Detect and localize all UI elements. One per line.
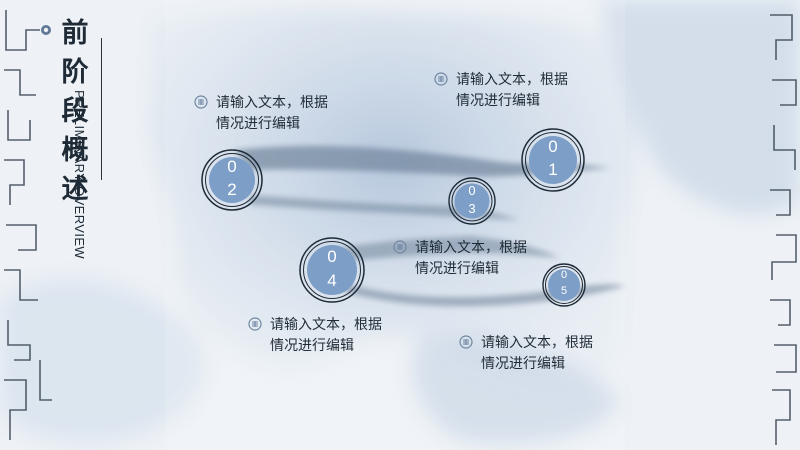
title-divider <box>101 38 102 180</box>
seal-stamp-icon <box>248 317 262 331</box>
node-ring-icon <box>542 263 586 307</box>
lattice-border-right <box>770 14 797 445</box>
node-digit: 2 <box>227 180 237 199</box>
node-ring-icon <box>299 237 365 303</box>
node-digit: 5 <box>560 285 568 297</box>
page-subtitle: PRELIMINARY OVERVIEW <box>72 90 87 260</box>
seal-stamp-icon <box>459 335 473 349</box>
node-ring-icon <box>448 177 496 225</box>
node-digit: 0 <box>548 137 558 156</box>
title-char: 段 <box>61 96 89 127</box>
note-node-02: 请输入文本，根据 情况进行编辑 <box>194 93 386 135</box>
node-02[interactable]: 0 2 <box>200 148 264 212</box>
node-digit: 0 <box>227 157 237 176</box>
note-line: 请输入文本，根据 <box>270 317 382 333</box>
note-line: 请输入文本，根据 <box>481 335 593 351</box>
node-digit: 3 <box>468 201 476 216</box>
note-line: 请输入文本，根据 <box>216 95 328 111</box>
note-line: 情况进行编辑 <box>216 116 300 132</box>
title-char: 前 <box>61 18 89 49</box>
page-title: 前 阶 段 概 述 <box>55 14 95 209</box>
node-04[interactable]: 0 4 <box>298 236 366 304</box>
seal-stamp-icon <box>194 95 208 109</box>
node-ring-icon <box>201 149 263 211</box>
node-ring-icon <box>521 128 585 192</box>
seal-stamp-icon <box>393 240 407 254</box>
node-digit: 0 <box>468 183 476 198</box>
note-line: 情况进行编辑 <box>415 261 499 277</box>
title-seal-icon <box>41 25 51 35</box>
node-digit: 0 <box>560 269 568 281</box>
note-line: 情况进行编辑 <box>270 338 354 354</box>
title-char: 概 <box>61 135 89 166</box>
node-digit: 4 <box>327 271 337 290</box>
title-char: 阶 <box>61 57 89 88</box>
note-line: 情况进行编辑 <box>481 356 565 372</box>
node-digit: 0 <box>327 247 337 266</box>
node-05[interactable]: 0 5 <box>541 262 587 308</box>
note-node-04: 请输入文本，根据 情况进行编辑 <box>248 315 440 357</box>
note-line: 请输入文本，根据 <box>415 240 527 256</box>
note-line: 情况进行编辑 <box>456 93 540 109</box>
lattice-border-left <box>4 10 52 440</box>
title-char: 述 <box>61 174 89 205</box>
note-line: 请输入文本，根据 <box>456 72 568 88</box>
note-node-03: 请输入文本，根据 情况进行编辑 <box>393 238 585 280</box>
note-node-01: 请输入文本，根据 情况进行编辑 <box>434 70 626 112</box>
node-01[interactable]: 0 1 <box>520 127 586 193</box>
node-03[interactable]: 0 3 <box>447 176 497 226</box>
seal-stamp-icon <box>434 72 448 86</box>
note-node-05: 请输入文本，根据 情况进行编辑 <box>459 333 651 375</box>
node-digit: 1 <box>548 160 558 179</box>
